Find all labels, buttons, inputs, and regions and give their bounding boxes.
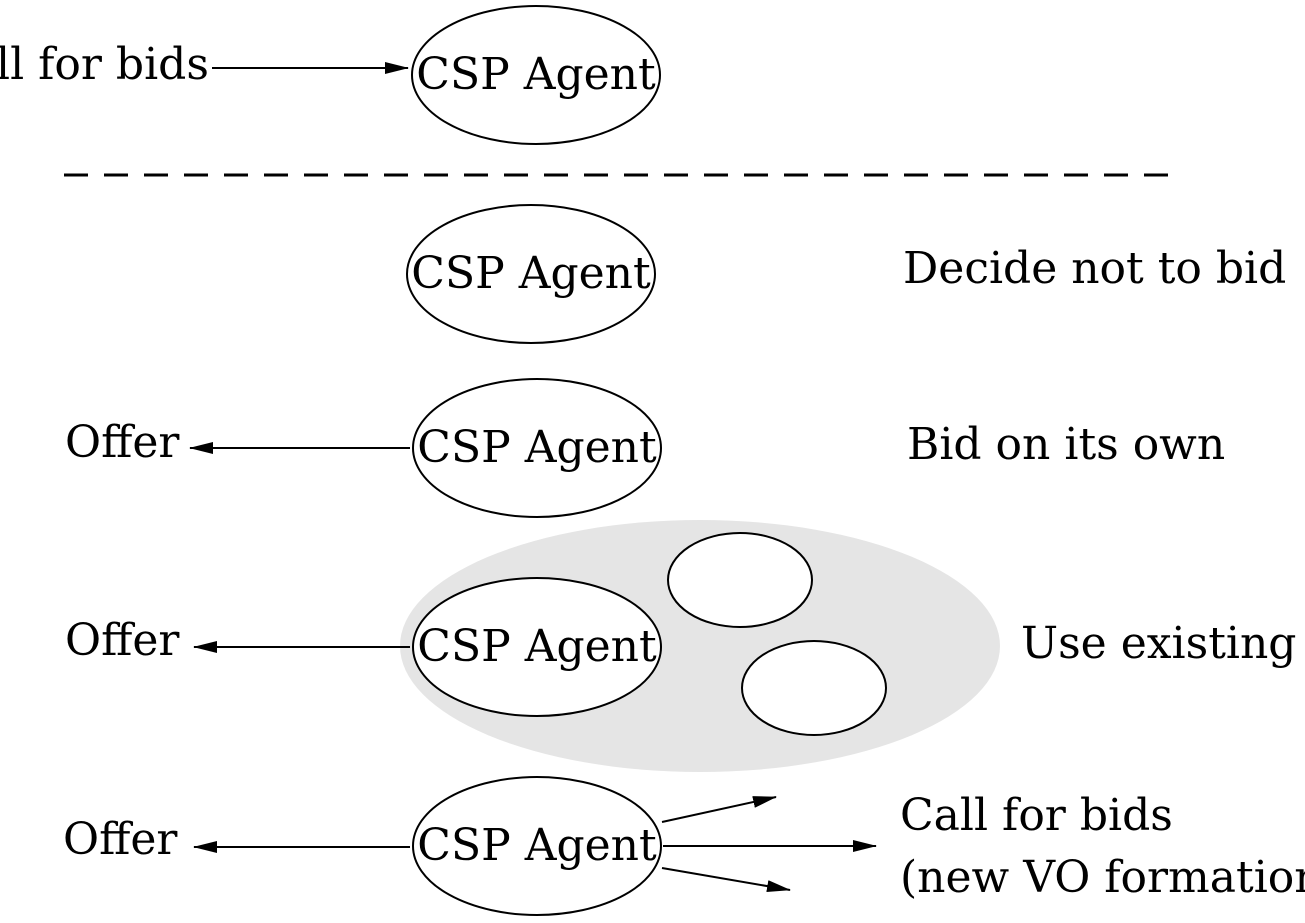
top-section: ll for bids CSP Agent xyxy=(0,5,661,145)
decision-label: Bid on its own xyxy=(907,419,1225,470)
call-for-bids-label: Call for bids xyxy=(900,790,1173,841)
decision-label: Use existing V xyxy=(1021,618,1305,669)
offer-label: Offer xyxy=(65,417,180,468)
decision-label: Decide not to bid xyxy=(903,243,1286,294)
offer-label: Offer xyxy=(65,615,180,666)
agent-label: CSP Agent xyxy=(417,422,657,473)
scenario-existing-vo: Offer CSP Agent Use existing V xyxy=(65,520,1305,772)
agent-label: CSP Agent xyxy=(411,248,651,299)
vo-member-node xyxy=(667,532,813,628)
agent-node xyxy=(412,776,662,916)
outgoing-call-arrow-down xyxy=(661,867,791,893)
agent-label: CSP Agent xyxy=(417,820,657,871)
top-agent-label: CSP Agent xyxy=(416,49,656,100)
agent-label: CSP Agent xyxy=(417,621,657,672)
new-vo-formation-label: (new VO formation) xyxy=(900,852,1305,903)
agent-node xyxy=(412,577,662,717)
agent-node xyxy=(406,204,656,344)
agent-node xyxy=(412,378,662,518)
outgoing-call-arrow-up xyxy=(661,796,777,823)
incoming-call-label: ll for bids xyxy=(0,39,209,90)
offer-label: Offer xyxy=(63,814,178,865)
scenario-bid-alone: Offer CSP Agent Bid on its own xyxy=(65,378,1225,518)
scenario-new-vo: Offer CSP Agent Call for bids (new VO fo… xyxy=(63,776,1305,916)
vo-member-node xyxy=(741,640,887,736)
top-agent-node xyxy=(411,5,661,145)
scenario-decline: CSP Agent Decide not to bid xyxy=(406,204,1286,344)
